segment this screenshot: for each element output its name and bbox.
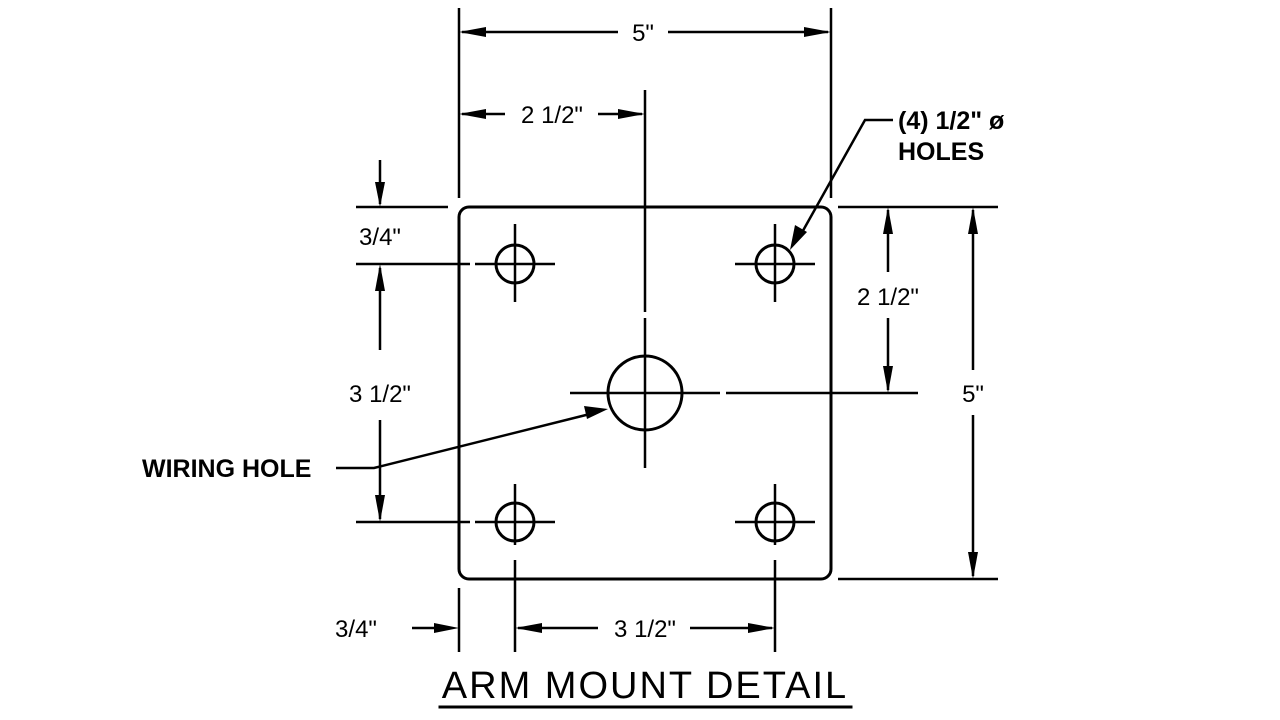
dimension-top-edge-offset: 3/4" (359, 160, 401, 350)
mounting-hole-bottom-right (735, 484, 815, 545)
wiring-hole (570, 318, 720, 468)
dimension-vertical-hole-spacing: 3 1/2" (349, 264, 411, 522)
dimension-left-edge-offset: 3/4" (335, 616, 459, 643)
holes-callout: (4) 1/2" ø HOLES (790, 107, 1005, 250)
wiring-hole-callout: WIRING HOLE (142, 406, 608, 483)
mounting-hole-top-right (735, 224, 815, 302)
center-offset-x-label: 2 1/2" (521, 102, 583, 129)
vertical-hole-spacing-label: 3 1/2" (349, 381, 411, 408)
holes-callout-line2: HOLES (898, 138, 984, 166)
dimension-center-offset-y: 2 1/2" (857, 207, 919, 393)
dimension-overall-height: 5" (962, 207, 984, 579)
horizontal-hole-spacing-label: 3 1/2" (614, 616, 676, 643)
center-offset-y-label: 2 1/2" (857, 284, 919, 311)
holes-callout-line1: (4) 1/2" ø (898, 107, 1005, 135)
left-edge-offset-label: 3/4" (335, 616, 377, 643)
mounting-hole-bottom-left (475, 484, 555, 545)
dimension-overall-width: 5" (459, 20, 831, 47)
extension-lines (356, 8, 998, 652)
dimension-center-offset-x: 2 1/2" (459, 102, 645, 129)
mounting-hole-top-left (475, 224, 555, 302)
overall-height-label: 5" (962, 381, 984, 408)
top-edge-offset-label: 3/4" (359, 224, 401, 251)
overall-width-label: 5" (632, 20, 654, 47)
title-text: ARM MOUNT DETAIL (442, 665, 848, 707)
wiring-hole-label: WIRING HOLE (142, 455, 311, 483)
drawing-title: ARM MOUNT DETAIL (438, 665, 853, 709)
dimension-horizontal-hole-spacing: 3 1/2" (515, 616, 775, 643)
